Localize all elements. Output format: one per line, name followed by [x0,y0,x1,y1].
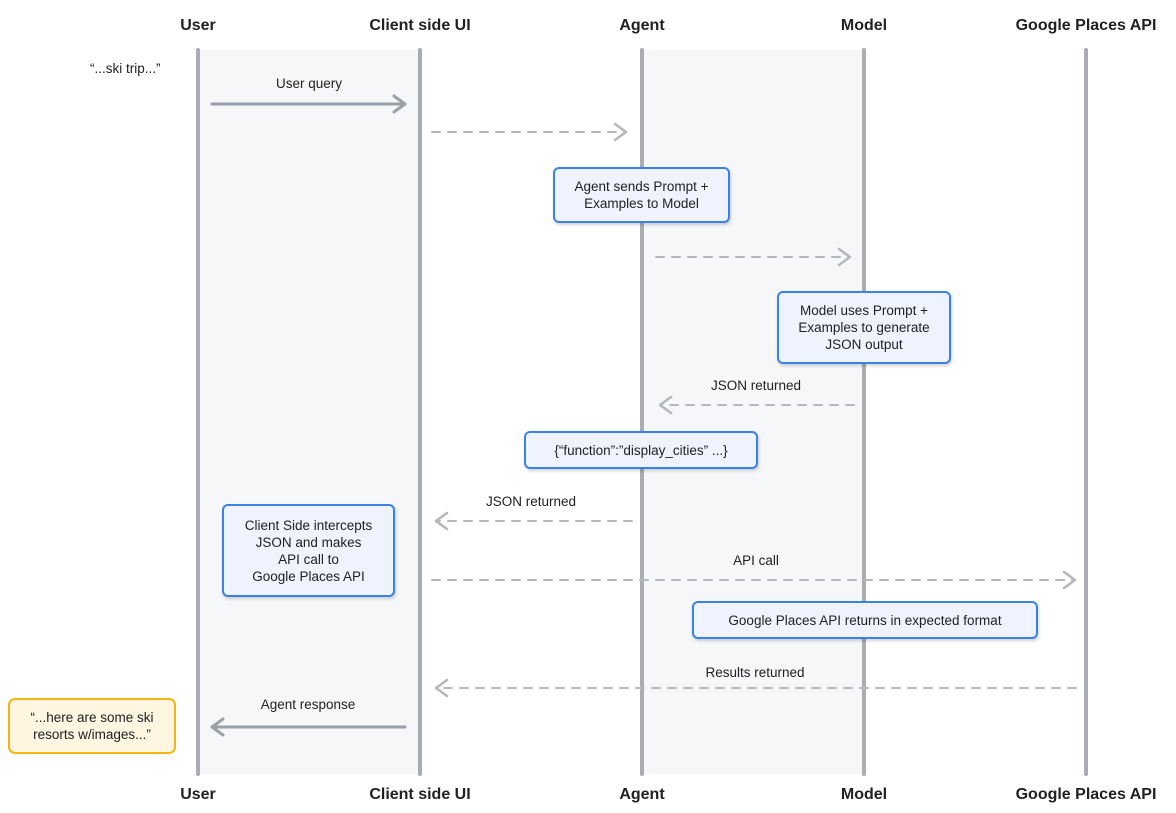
footer-model: Model [840,786,888,803]
label-api-call: API call [733,553,779,568]
arrowhead-prompt-to-model [837,247,852,267]
note-line: Examples to generate [798,320,930,335]
bubble-line: “...here are some ski [30,710,154,725]
note-line: Agent sends Prompt + [574,179,709,194]
arrowhead-agent-response [210,717,225,737]
arrowhead-json-to-client [434,511,449,531]
label-user-query: User query [275,76,343,91]
note-client-intercepts-json: Client Side intercepts JSON and makes AP… [222,504,395,597]
bubble-line: resorts w/images...” [33,727,151,742]
header-model: Model [840,17,888,34]
note-model-uses-prompt: Model uses Prompt + Examples to generate… [777,291,951,364]
footer-client-side-ui: Client side UI [369,786,471,803]
footer-user: User [180,786,216,803]
arrowhead-forward-query [613,122,628,142]
footer-google-places-api: Google Places API [1015,786,1157,803]
footer-agent: Agent [619,786,665,803]
note-line: Client Side intercepts [244,517,373,533]
lane-user-client [198,50,420,774]
note-line: {“function”:”display_cities” ...} [554,442,728,458]
label-json-returned-model: JSON returned [710,378,802,393]
header-user: User [180,17,216,34]
user-input-text: “...ski trip...” [90,61,161,76]
note-line: JSON and makes [255,534,362,550]
note-line: Google Places API [252,568,365,584]
label-json-returned-agent: JSON returned [485,494,577,509]
note-line: Google Places API returns in expected fo… [728,612,1002,628]
note-line: Model uses Prompt + [800,303,928,318]
label-results-returned: Results returned [705,665,805,680]
header-agent: Agent [619,17,665,34]
note-agent-sends-prompt: Agent sends Prompt + Examples to Model [553,167,730,223]
note-places-returns: Google Places API returns in expected fo… [692,601,1038,639]
agent-reply-bubble: “...here are some ski resorts w/images..… [8,698,176,754]
header-google-places-api: Google Places API [1015,17,1157,34]
note-line: API call to [278,551,339,567]
note-line: Examples to Model [584,196,699,211]
arrowhead-api-call [1062,570,1077,590]
arrowhead-json-to-agent [658,395,673,415]
note-function-json: {“function”:”display_cities” ...} [524,431,758,469]
label-agent-response: Agent response [260,697,356,712]
arrowhead-user-query [392,94,407,114]
header-client-side-ui: Client side UI [369,17,471,34]
note-line: JSON output [825,337,903,352]
arrowhead-results-returned [434,678,449,698]
